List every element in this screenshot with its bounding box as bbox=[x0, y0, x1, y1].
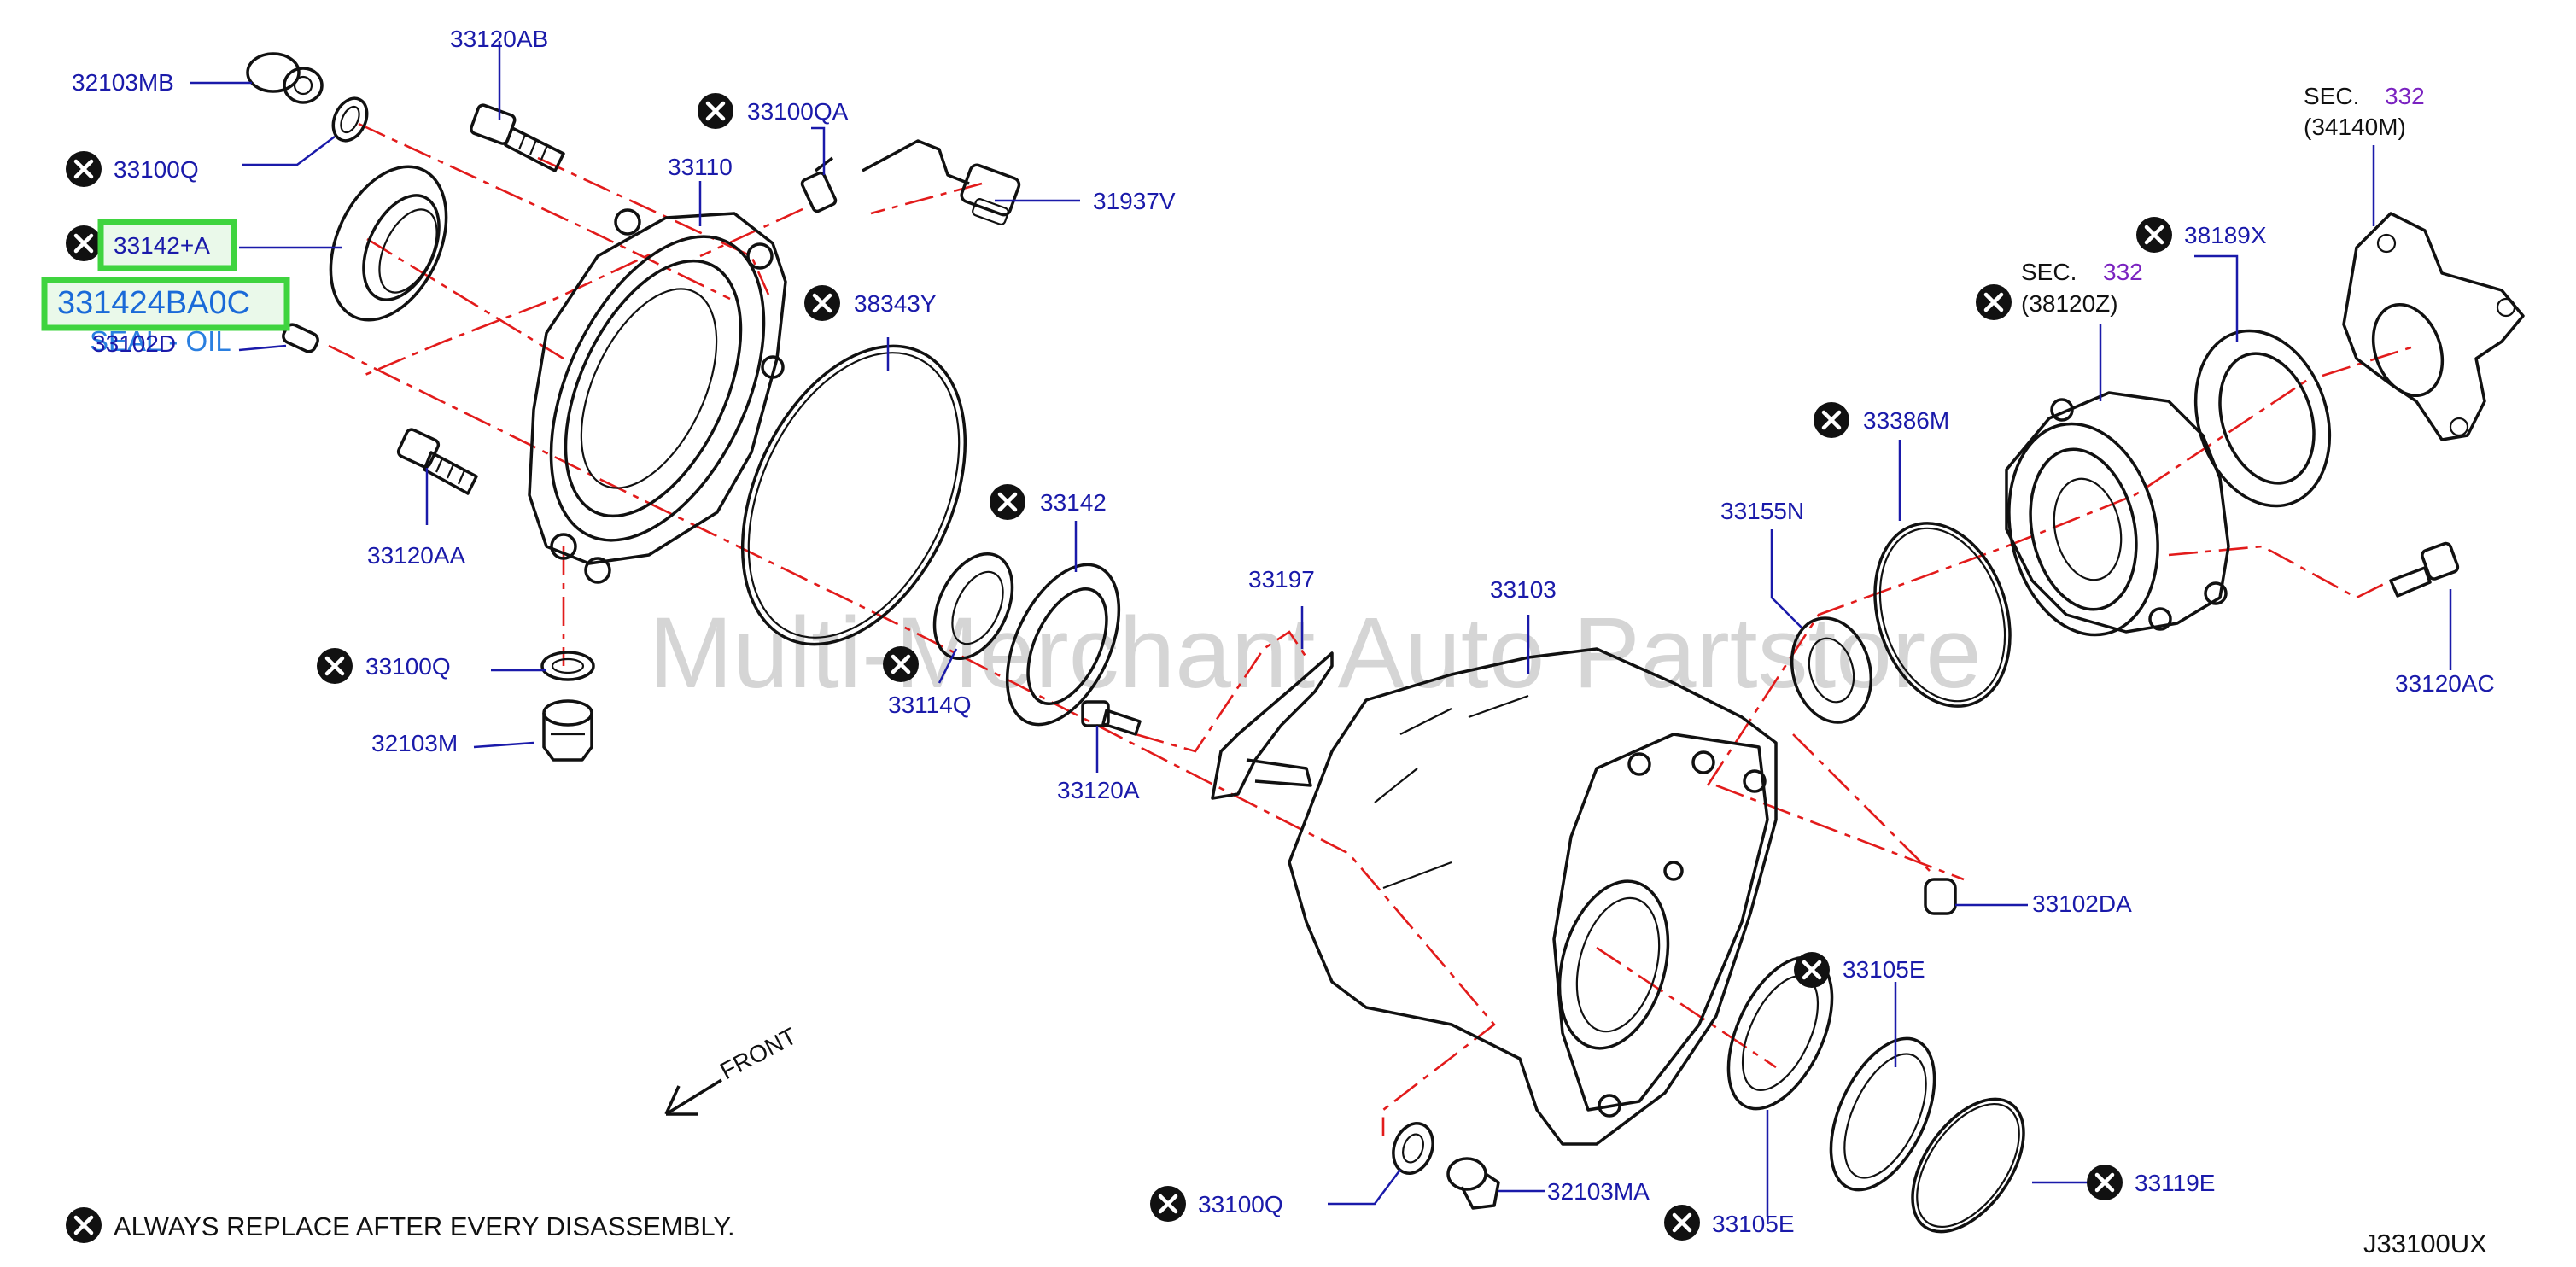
plate-33197 bbox=[1211, 651, 1334, 800]
flange-34140m bbox=[2342, 212, 2525, 441]
x-circle-icon bbox=[698, 93, 733, 129]
sec-ref: (34140M) bbox=[2304, 114, 2406, 140]
footnote: ALWAYS REPLACE AFTER EVERY DISASSEMBLY. bbox=[114, 1212, 735, 1241]
label-33386m[interactable]: 33386M bbox=[1863, 407, 1949, 434]
label-38343y[interactable]: 38343Y bbox=[854, 290, 937, 317]
centerlines bbox=[328, 122, 2417, 1136]
highlighted-part-number[interactable]: 331424BA0C bbox=[57, 285, 250, 321]
sec-prefix: SEC. bbox=[2304, 83, 2359, 109]
x-circle-icon bbox=[1814, 402, 1849, 438]
front-arrow bbox=[664, 1078, 722, 1116]
label-33120ac[interactable]: 33120AC bbox=[2395, 670, 2495, 697]
x-circle-icon bbox=[804, 285, 840, 321]
harness-31937v bbox=[862, 139, 1021, 225]
leader-lines bbox=[190, 41, 2452, 1217]
label-33120ab[interactable]: 33120AB bbox=[450, 26, 548, 52]
highlighted-part-description: SEAL - OIL bbox=[90, 325, 231, 357]
label-33100q-bottom[interactable]: 33100Q bbox=[1198, 1191, 1283, 1217]
bolt-33120ac bbox=[2389, 541, 2460, 598]
callout-33142a[interactable]: 33142+A bbox=[114, 232, 210, 259]
label-33100qa[interactable]: 33100QA bbox=[747, 98, 849, 125]
plug-32103m bbox=[542, 699, 593, 762]
label-33100q-top[interactable]: 33100Q bbox=[114, 156, 199, 183]
label-33120aa[interactable]: 33120AA bbox=[367, 542, 466, 569]
part-labels: 32103MB 33100Q 33120AB 33100QA 33110 319… bbox=[72, 26, 2495, 1237]
seal-33114q bbox=[932, 552, 1014, 661]
front-label: FRONT bbox=[716, 1023, 801, 1085]
o-ring-33119e bbox=[1911, 1097, 2025, 1234]
washer-33100q-mid bbox=[540, 651, 595, 681]
bolt-33120aa bbox=[396, 428, 478, 495]
diagram-code: J33100UX bbox=[2363, 1229, 2487, 1258]
part-number-highlight-box bbox=[41, 277, 290, 331]
seal-33105e-b bbox=[1829, 1036, 1936, 1192]
washer-33100q-top bbox=[331, 96, 369, 143]
sec-number[interactable]: 332 bbox=[2103, 259, 2143, 285]
cover-33110 bbox=[528, 208, 787, 584]
x-circle-icon bbox=[1976, 284, 2012, 320]
oil-seal-33142a bbox=[329, 165, 448, 322]
section-reference-34140m[interactable]: SEC. 332 (34140M) bbox=[2304, 83, 2425, 140]
bolt-33120ab bbox=[470, 103, 565, 172]
pin-33102d bbox=[282, 323, 319, 353]
x-circle-icon bbox=[66, 225, 102, 261]
bearing-38120z bbox=[2005, 391, 2230, 637]
x-circle-icon bbox=[1150, 1186, 1186, 1222]
x-circle-icon bbox=[66, 151, 102, 187]
label-33155n[interactable]: 33155N bbox=[1720, 498, 1804, 524]
label-33114q[interactable]: 33114Q bbox=[888, 692, 972, 718]
seal-33105e-a bbox=[1726, 955, 1834, 1111]
section-reference-38120z[interactable]: SEC. 332 (38120Z) bbox=[2021, 259, 2143, 317]
o-ring-33386m bbox=[1873, 522, 2012, 708]
label-33119e[interactable]: 33119E bbox=[2135, 1170, 2215, 1196]
label-33105e-top[interactable]: 33105E bbox=[1843, 956, 1925, 983]
label-33103[interactable]: 33103 bbox=[1490, 576, 1557, 603]
label-33102d[interactable]: 33102D bbox=[92, 330, 176, 357]
label-33100q-mid[interactable]: 33100Q bbox=[365, 653, 451, 680]
housing-33103 bbox=[1288, 647, 1778, 1146]
label-33197[interactable]: 33197 bbox=[1248, 566, 1315, 593]
x-circle-icon bbox=[990, 484, 1025, 520]
label-33110[interactable]: 33110 bbox=[668, 154, 733, 180]
seal-33142 bbox=[1005, 563, 1121, 727]
sec-ref: (38120Z) bbox=[2021, 290, 2118, 317]
o-ring-38343y bbox=[740, 344, 967, 646]
part-art bbox=[246, 52, 2525, 1234]
callout-highlight-box bbox=[97, 219, 237, 272]
label-33142[interactable]: 33142 bbox=[1040, 489, 1107, 516]
x-circle-icon bbox=[2087, 1165, 2123, 1200]
x-circle-icon bbox=[66, 1207, 102, 1243]
washer-33155n bbox=[1790, 616, 1873, 724]
label-33102da[interactable]: 33102DA bbox=[2032, 890, 2132, 917]
label-32103m[interactable]: 32103M bbox=[371, 730, 458, 756]
label-33105e-bottom[interactable]: 33105E bbox=[1712, 1211, 1795, 1237]
label-31937v[interactable]: 31937V bbox=[1093, 188, 1176, 214]
highlight-group[interactable]: 33142+A 331424BA0C SEAL - OIL bbox=[41, 219, 290, 357]
washer-33100q-bot bbox=[1392, 1122, 1434, 1175]
label-38189x[interactable]: 38189X bbox=[2184, 222, 2267, 248]
x-circle-icon bbox=[1664, 1205, 1700, 1241]
label-32103ma[interactable]: 32103MA bbox=[1547, 1178, 1650, 1205]
x-circle-icon bbox=[883, 646, 919, 682]
plug-32103ma bbox=[1446, 1157, 1500, 1210]
x-circle-icon bbox=[1794, 952, 1830, 988]
seal-38189x bbox=[2193, 329, 2332, 508]
label-33120a[interactable]: 33120A bbox=[1057, 777, 1140, 803]
sensor-33100qa bbox=[800, 156, 838, 213]
x-circle-icon bbox=[317, 648, 353, 684]
plug-32103mb bbox=[246, 52, 324, 104]
x-circle-icon bbox=[2136, 217, 2172, 253]
pin-33102da bbox=[1924, 878, 1957, 915]
bolt-33120a bbox=[1081, 700, 1142, 736]
sec-number[interactable]: 332 bbox=[2385, 83, 2425, 109]
label-32103mb[interactable]: 32103MB bbox=[72, 69, 174, 96]
sec-prefix: SEC. bbox=[2021, 259, 2077, 285]
